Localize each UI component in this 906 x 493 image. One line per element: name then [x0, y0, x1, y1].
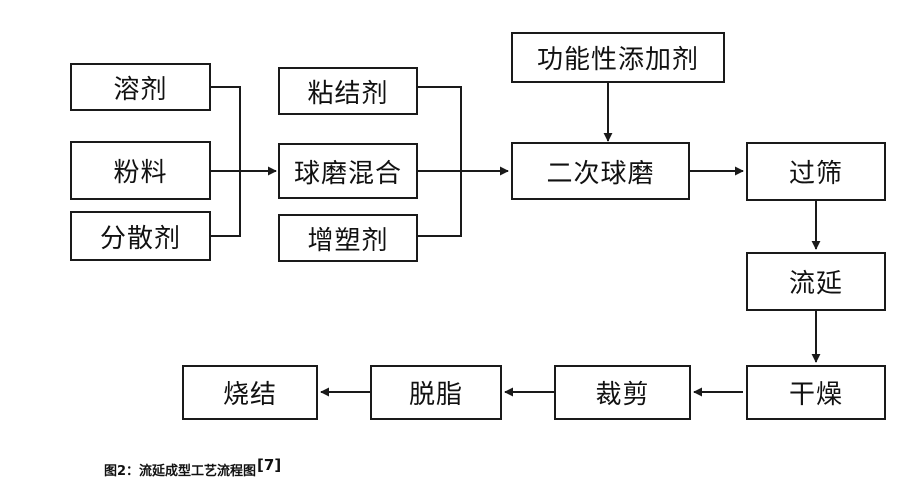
connector-plasticizer	[418, 171, 462, 237]
figure-caption: 图2：流延成型工艺流程图[7]	[104, 456, 281, 479]
node-sintering: 烧结	[182, 365, 318, 420]
node-ball-mill-mix: 球磨混合	[278, 143, 418, 199]
node-solvent: 溶剂	[70, 63, 211, 111]
connector-solvent	[211, 86, 241, 171]
node-cutting: 裁剪	[554, 365, 691, 420]
node-powder: 粉料	[70, 141, 211, 200]
node-sieving: 过筛	[746, 142, 886, 201]
caption-text: 图2：流延成型工艺流程图	[104, 464, 257, 479]
caption-reference: [7]	[257, 456, 282, 474]
node-tape-casting: 流延	[746, 252, 886, 311]
connector-binder	[418, 86, 462, 171]
node-plasticizer: 增塑剂	[278, 214, 418, 262]
node-binder: 粘结剂	[278, 67, 418, 115]
connector-dispersant	[211, 171, 241, 237]
node-second-ball-mill: 二次球磨	[511, 142, 690, 200]
node-dispersant: 分散剂	[70, 211, 211, 261]
node-debinding: 脱脂	[370, 365, 502, 420]
node-functional-additive: 功能性添加剂	[511, 32, 725, 83]
node-drying: 干燥	[746, 365, 886, 420]
